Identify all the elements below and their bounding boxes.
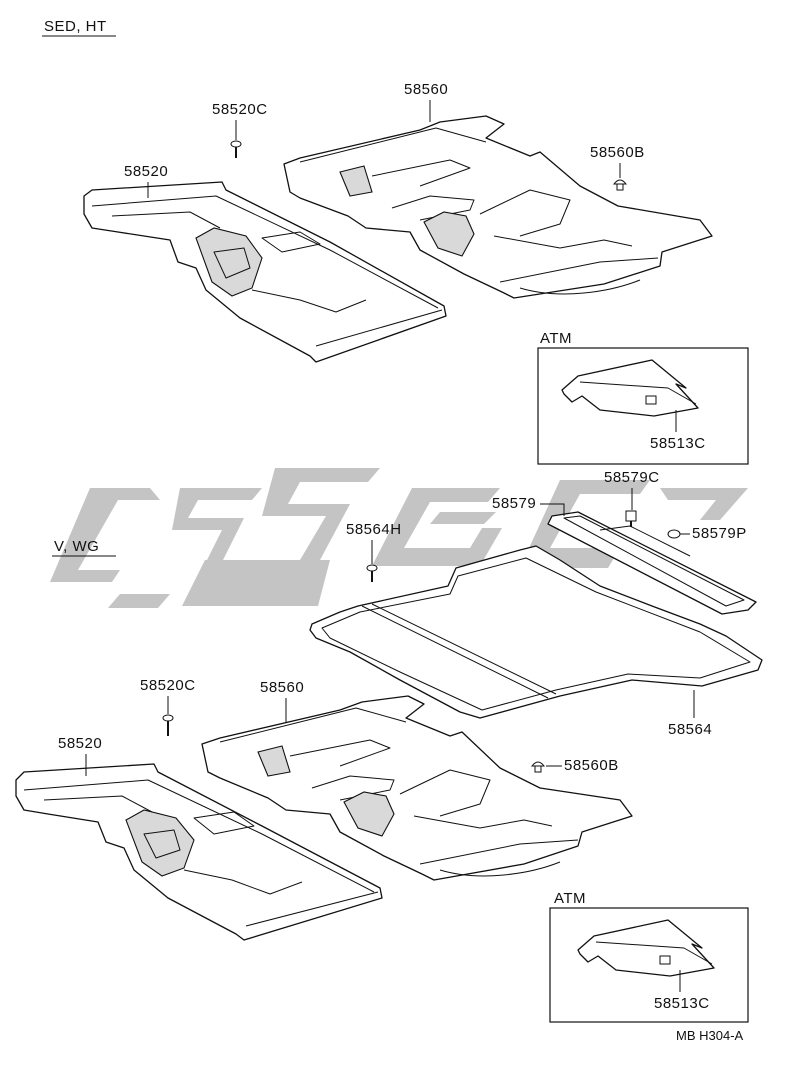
clip-58520c-bottom-icon bbox=[162, 714, 174, 736]
clip-58560b-bottom-icon bbox=[530, 761, 546, 773]
label-58520-top: 58520 bbox=[124, 163, 168, 180]
label-58564h: 58564H bbox=[346, 521, 402, 538]
label-58560-bottom: 58560 bbox=[260, 679, 304, 696]
label-58520-bottom: 58520 bbox=[58, 735, 102, 752]
label-58520c-top: 58520C bbox=[212, 101, 268, 118]
front-carpet-bottom bbox=[15, 763, 383, 941]
clip-58560b-top-icon bbox=[612, 179, 628, 191]
label-atm-bottom: ATM bbox=[554, 890, 586, 907]
label-58564: 58564 bbox=[668, 721, 712, 738]
label-58560b-top: 58560B bbox=[590, 144, 645, 161]
watermark-logo bbox=[50, 468, 748, 608]
label-58560b-bottom: 58560B bbox=[564, 757, 619, 774]
label-58579: 58579 bbox=[492, 495, 536, 512]
section-label-v-wg: V, WG bbox=[54, 538, 99, 555]
rear-carpet-top bbox=[283, 115, 713, 299]
luggage-mat bbox=[309, 545, 763, 719]
atm-box-top bbox=[537, 347, 749, 465]
clip-58564h-icon bbox=[366, 564, 378, 582]
section-label-sed-ht: SED, HT bbox=[44, 18, 107, 35]
drawing-code: MB H304-A bbox=[676, 1028, 744, 1043]
clip-58579p-icon bbox=[667, 529, 681, 539]
atm-box-bottom bbox=[549, 907, 749, 1023]
label-58560-top: 58560 bbox=[404, 81, 448, 98]
rear-carpet-bottom bbox=[201, 695, 633, 881]
clip-58579c-icon bbox=[625, 510, 637, 527]
label-58579p: 58579P bbox=[692, 525, 747, 542]
label-58520c-bottom: 58520C bbox=[140, 677, 196, 694]
clip-58520c-top-icon bbox=[230, 140, 242, 158]
label-atm-top: ATM bbox=[540, 330, 572, 347]
front-carpet-top bbox=[83, 181, 447, 363]
label-58513c-top: 58513C bbox=[650, 435, 706, 452]
label-58579c: 58579C bbox=[604, 469, 660, 486]
label-58513c-bottom: 58513C bbox=[654, 995, 710, 1012]
